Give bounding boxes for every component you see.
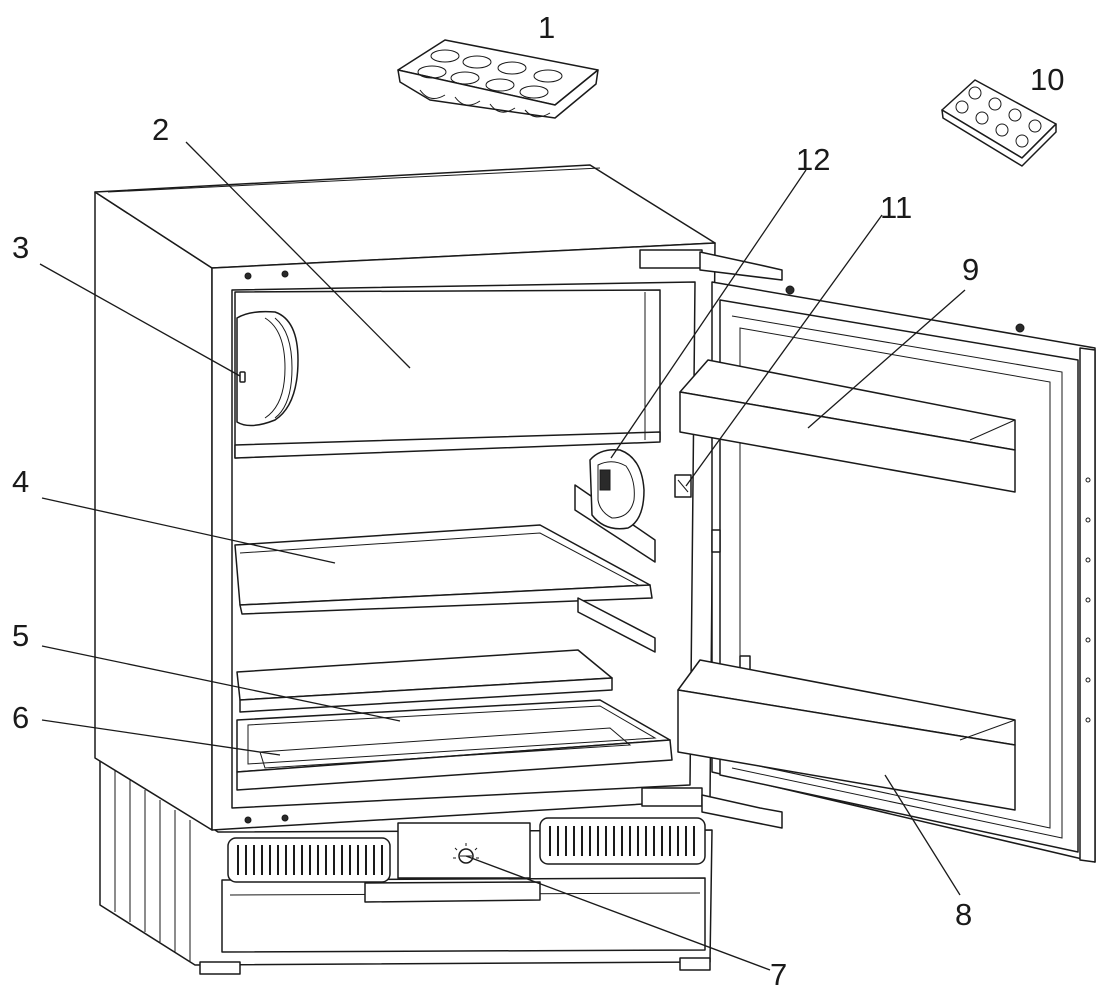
leader-lines: [39, 141, 966, 971]
callout-11: 11: [880, 190, 912, 225]
callout-7: 7: [770, 957, 787, 990]
callout-9: 9: [962, 252, 979, 287]
thermostat-panel: [397, 822, 531, 879]
door-shelf-lower: [677, 659, 1016, 811]
door-shelf-upper: [679, 359, 1016, 493]
callout-labels: 1 2 3 4 5 6 7 8 9 10 11 12: [12, 10, 1064, 990]
crisper-cover: [236, 649, 613, 713]
callout-10: 10: [1030, 62, 1064, 97]
ice-cube-tray: [397, 39, 599, 119]
glass-shelf: [234, 524, 653, 615]
vent-grille-right: [539, 817, 706, 865]
callout-5: 5: [12, 618, 29, 653]
lamp-housing: [236, 310, 299, 427]
egg-tray: [941, 79, 1057, 167]
inner-control-knob: [589, 448, 645, 530]
vent-grille-left: [227, 837, 391, 883]
callout-6: 6: [12, 700, 29, 735]
crisper-drawer: [236, 699, 673, 791]
callout-2: 2: [152, 112, 169, 147]
freezer-compartment: [234, 289, 661, 459]
callout-3: 3: [12, 230, 29, 265]
callout-8: 8: [955, 897, 972, 932]
callout-4: 4: [12, 464, 29, 499]
callout-12: 12: [796, 142, 830, 177]
door-clip: [674, 474, 692, 498]
callout-1: 1: [538, 10, 555, 45]
